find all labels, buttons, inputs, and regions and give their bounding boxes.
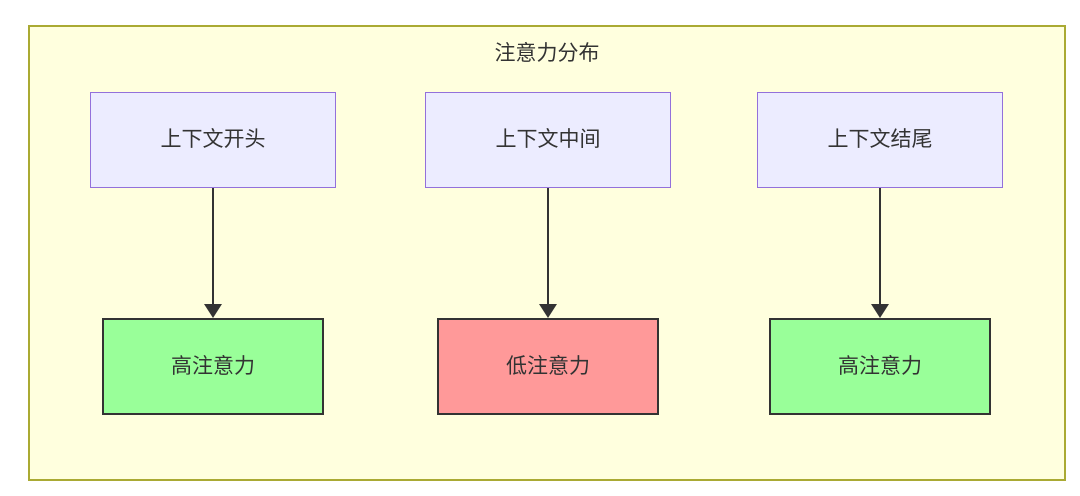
arrowhead-down-icon [871,304,889,318]
source-node-context-middle: 上下文中间 [425,92,671,188]
source-node-context-end: 上下文结尾 [757,92,1003,188]
source-node-context-start: 上下文开头 [90,92,336,188]
attention-distribution-subgraph: 注意力分布 上下文开头 高注意力 上下文中间 低注意力 上下文结尾 高注意力 [28,25,1066,481]
arrow-context-start-to-attention [204,188,222,318]
target-node-high-attention-1: 高注意力 [102,318,324,415]
arrowhead-down-icon [204,304,222,318]
arrowhead-down-icon [539,304,557,318]
arrow-shaft [879,188,881,304]
arrow-shaft [212,188,214,304]
arrow-shaft [547,188,549,304]
arrow-context-middle-to-attention [539,188,557,318]
flow-column-context-middle: 上下文中间 低注意力 [425,92,671,415]
flow-column-context-end: 上下文结尾 高注意力 [757,92,1003,415]
flow-column-context-start: 上下文开头 高注意力 [90,92,336,415]
diagram-title: 注意力分布 [494,42,600,65]
target-node-high-attention-2: 高注意力 [769,318,991,415]
target-node-low-attention: 低注意力 [437,318,659,415]
arrow-context-end-to-attention [871,188,889,318]
